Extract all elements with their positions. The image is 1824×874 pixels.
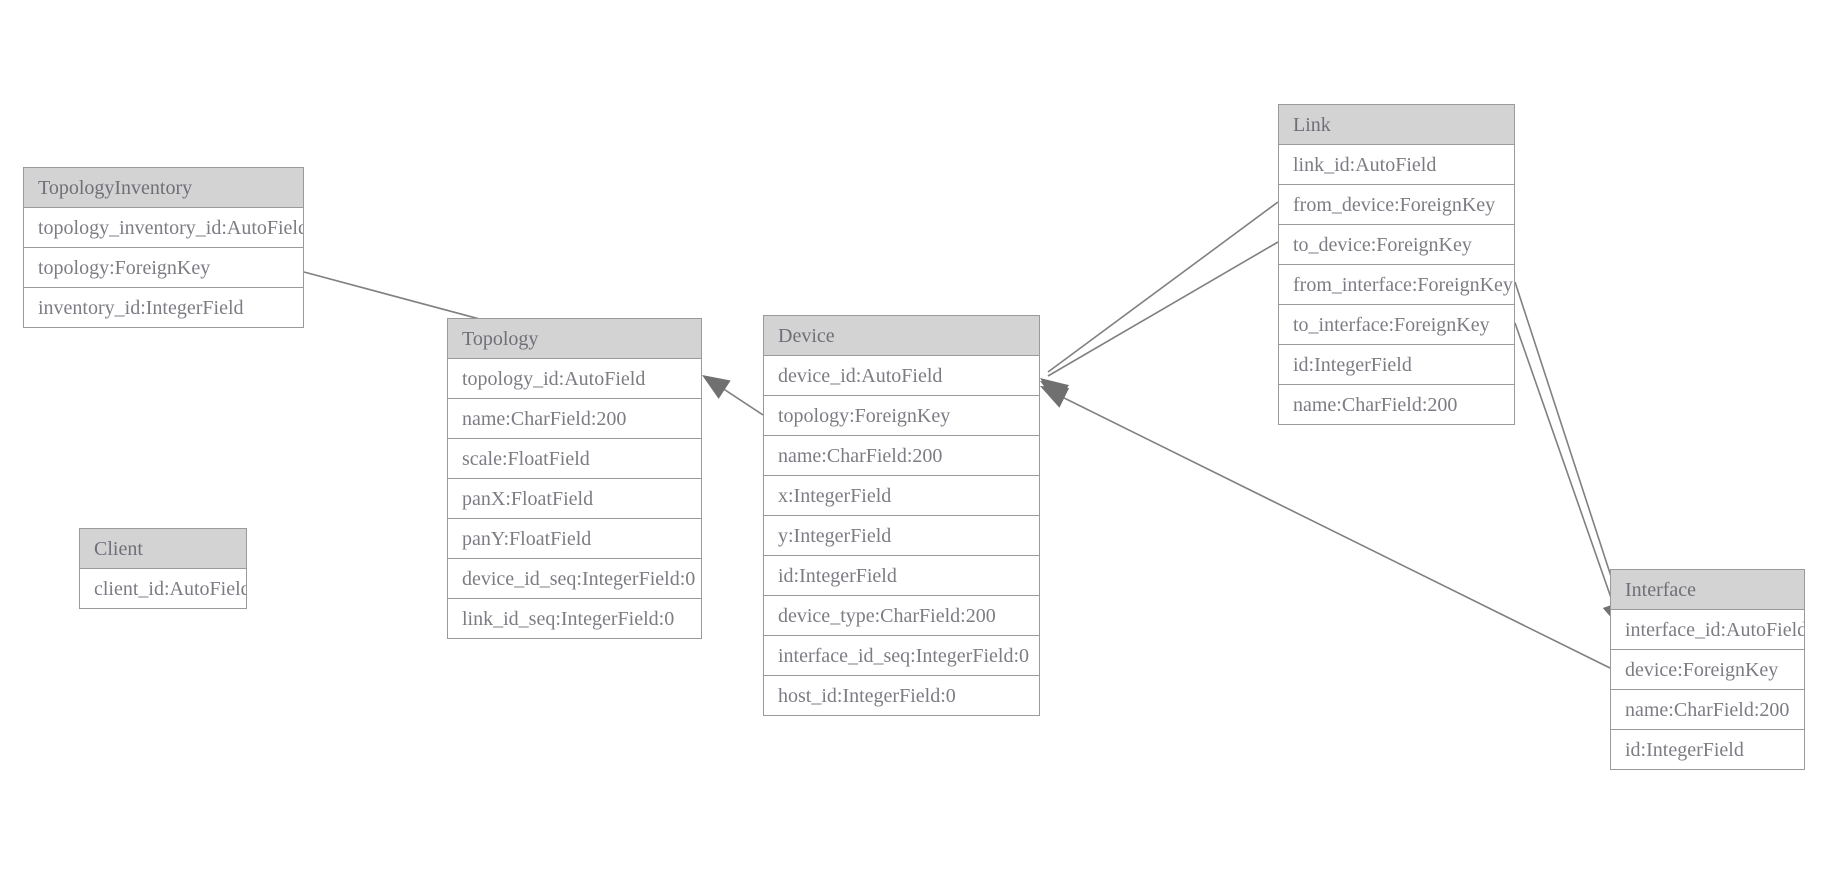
- entity-field-row: id:IntegerField: [1611, 730, 1804, 770]
- entity-field-row: interface_id:AutoField: [1611, 610, 1804, 650]
- entity-field-row: device_type:CharField:200: [764, 596, 1039, 636]
- entity-field-row: topology_inventory_id:AutoField: [24, 208, 303, 248]
- entity-field-row: device:ForeignKey: [1611, 650, 1804, 690]
- relation-line-link-to_device-to-device: [1047, 241, 1279, 377]
- entity-field-row: name:CharField:200: [1611, 690, 1804, 730]
- entity-field-row: device_id_seq:IntegerField:0: [448, 559, 701, 599]
- relation-line-link-to_interface-to-interface: [1514, 322, 1617, 613]
- entity-field-row: topology:ForeignKey: [24, 248, 303, 288]
- entity-field-row: interface_id_seq:IntegerField:0: [764, 636, 1039, 676]
- entity-field-row: panX:FloatField: [448, 479, 701, 519]
- entity-field-row: topology_id:AutoField: [448, 359, 701, 399]
- entity-field-row: name:CharField:200: [764, 436, 1039, 476]
- relation-line-link-from_device-to-device: [1047, 201, 1279, 373]
- entity-field-row: to_interface:ForeignKey: [1279, 305, 1514, 345]
- entity-field-row: from_interface:ForeignKey: [1279, 265, 1514, 305]
- entity-field-row: y:IntegerField: [764, 516, 1039, 556]
- relation-line-link-from_interface-to-interface: [1514, 281, 1623, 611]
- entity-title-topology: Topology: [448, 319, 701, 359]
- relation-arrowhead-interface-device-to-device: [1040, 386, 1070, 408]
- entity-field-row: inventory_id:IntegerField: [24, 288, 303, 328]
- entity-field-row: client_id:AutoField: [80, 569, 246, 609]
- entity-field-row: scale:FloatField: [448, 439, 701, 479]
- entity-field-row: link_id:AutoField: [1279, 145, 1514, 185]
- entity-field-row: panY:FloatField: [448, 519, 701, 559]
- entity-title-interface: Interface: [1611, 570, 1804, 610]
- relation-line-device-topology-to-topology: [709, 379, 764, 416]
- entity-field-row: id:IntegerField: [1279, 345, 1514, 385]
- entity-title-device: Device: [764, 316, 1039, 356]
- entity-field-row: host_id:IntegerField:0: [764, 676, 1039, 716]
- entity-field-row: link_id_seq:IntegerField:0: [448, 599, 701, 639]
- entity-field-row: device_id:AutoField: [764, 356, 1039, 396]
- entity-field-row: to_device:ForeignKey: [1279, 225, 1514, 265]
- entity-field-row: id:IntegerField: [764, 556, 1039, 596]
- entity-field-row: topology:ForeignKey: [764, 396, 1039, 436]
- entity-field-row: name:CharField:200: [1279, 385, 1514, 425]
- entity-title-client: Client: [80, 529, 246, 569]
- entity-title-link: Link: [1279, 105, 1514, 145]
- relation-line-interface-device-to-device: [1047, 389, 1611, 669]
- entity-field-row: x:IntegerField: [764, 476, 1039, 516]
- entity-field-row: name:CharField:200: [448, 399, 701, 439]
- entity-title-topology_inventory: TopologyInventory: [24, 168, 303, 208]
- entity-field-row: from_device:ForeignKey: [1279, 185, 1514, 225]
